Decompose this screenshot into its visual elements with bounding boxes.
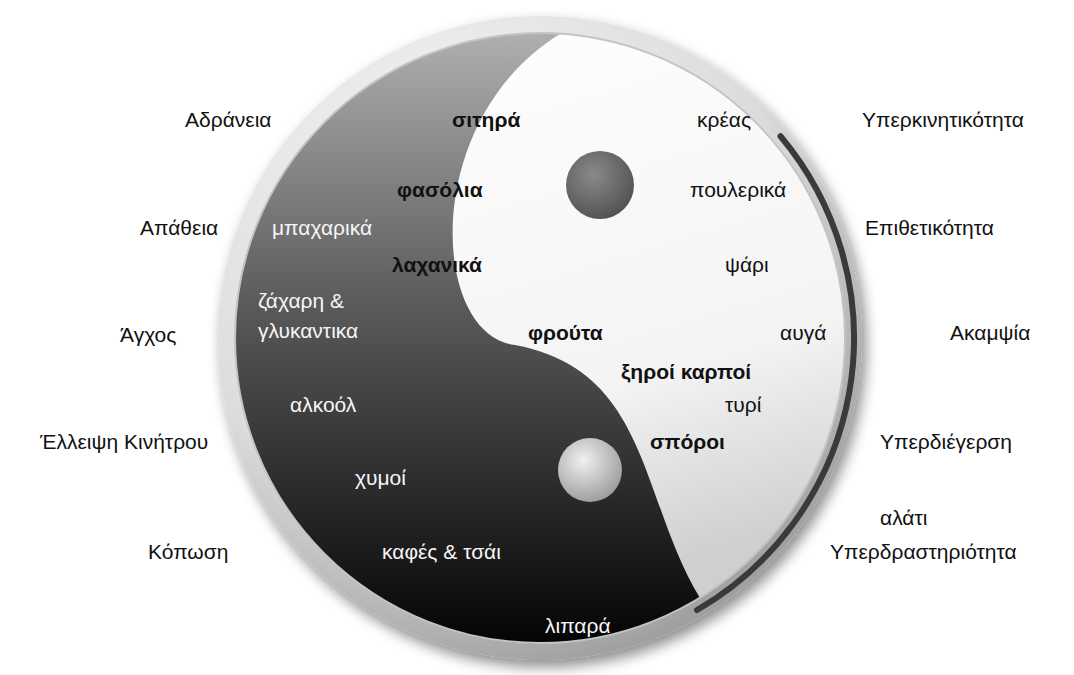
yang-dot: [558, 438, 622, 502]
state-label: Κόπωση: [148, 536, 228, 568]
state-label: Υπερκινητικότητα: [862, 104, 1024, 136]
food-label: λιπαρά: [545, 610, 611, 642]
food-label: αλκοόλ: [290, 389, 356, 421]
food-label: φασόλια: [397, 174, 483, 206]
food-label: μπαχαρικά: [272, 212, 372, 244]
food-label: σιτηρά: [452, 104, 520, 136]
yang-half: [235, 33, 845, 643]
state-label: Ακαμψία: [950, 317, 1030, 349]
food-label: ξηροί καρποί: [621, 356, 751, 388]
food-label: χυμοί: [355, 462, 406, 494]
state-label: Έλλειψη Κινήτρου: [40, 426, 208, 458]
food-label: τυρί: [725, 389, 761, 421]
yin-dot: [566, 151, 634, 219]
inner-rim: [235, 33, 845, 643]
food-label: πουλερικά: [690, 174, 786, 206]
food-label: φρούτα: [528, 317, 603, 349]
food-label: σπόροι: [650, 426, 725, 458]
state-label: Υπερδραστηριότητα: [830, 536, 1017, 568]
outer-bezel: [218, 16, 862, 660]
state-label: Άγχος: [120, 319, 176, 351]
food-label: κρέας: [697, 104, 751, 136]
food-label: καφές & τσάι: [382, 536, 501, 568]
food-label: αλάτι: [880, 502, 927, 534]
state-label: Απάθεια: [140, 212, 218, 244]
yin-half: [235, 33, 700, 643]
food-label: αυγά: [780, 317, 826, 349]
state-label: Υπερδιέγερση: [880, 426, 1012, 458]
state-label: Επιθετικότητα: [865, 212, 994, 244]
food-label: ζάχαρη & γλυκαντικα: [258, 286, 383, 347]
food-label: ψάρι: [725, 249, 769, 281]
food-label: λαχανικά: [392, 249, 482, 281]
state-label: Αδράνεια: [185, 104, 271, 136]
